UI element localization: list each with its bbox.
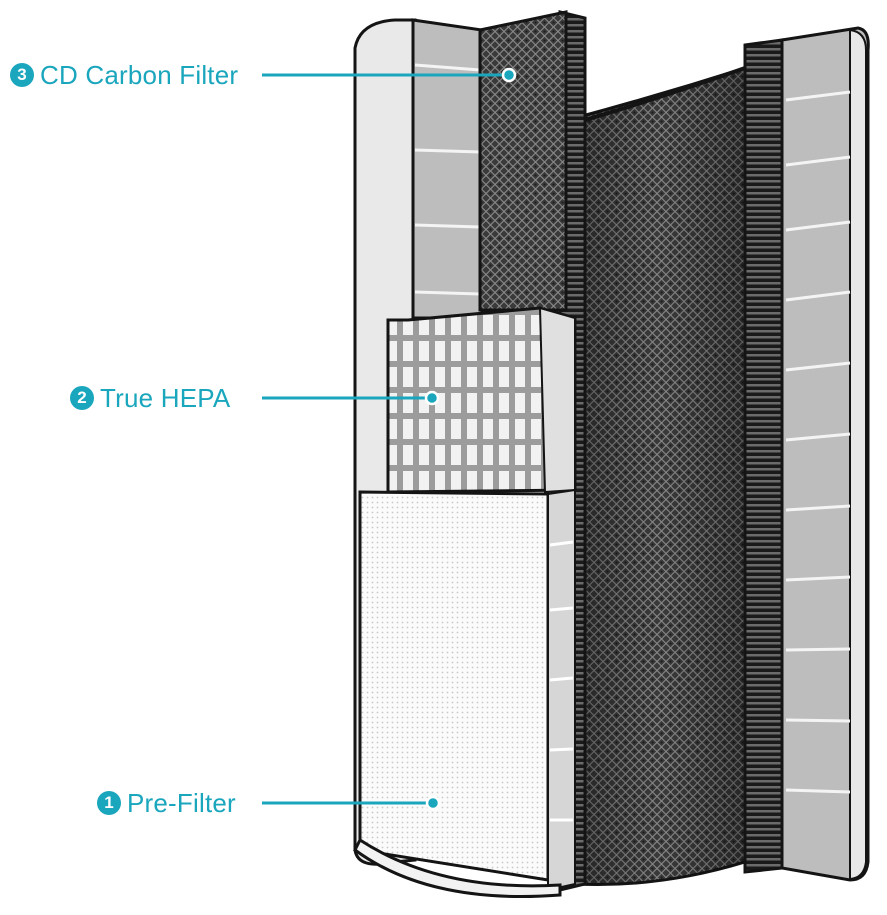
number-badge-1: 1	[97, 791, 121, 815]
label-pre-filter: Pre-Filter	[127, 788, 236, 818]
bottom-rim	[353, 837, 562, 899]
callout-pre-filter: 1 Pre-Filter	[97, 788, 236, 818]
callout-leaders	[262, 73, 509, 805]
callout-true-hepa: 2 True HEPA	[70, 383, 230, 413]
label-cd-carbon-filter: CD Carbon Filter	[40, 60, 239, 90]
callout-cd-carbon-filter: 3 CD Carbon Filter	[10, 60, 238, 90]
callout-dot	[425, 795, 441, 811]
number-badge-2: 2	[70, 386, 94, 410]
label-true-hepa: True HEPA	[100, 383, 231, 413]
number-badge-3: 3	[10, 63, 34, 87]
right-carbon-rib	[743, 38, 784, 874]
cd-carbon-layer	[478, 10, 568, 312]
pre-filter-layer	[358, 490, 550, 882]
right-panel-seams	[785, 90, 851, 794]
callout-dot	[501, 67, 517, 83]
right-outer-panel	[780, 26, 870, 882]
callout-dot	[424, 390, 440, 406]
